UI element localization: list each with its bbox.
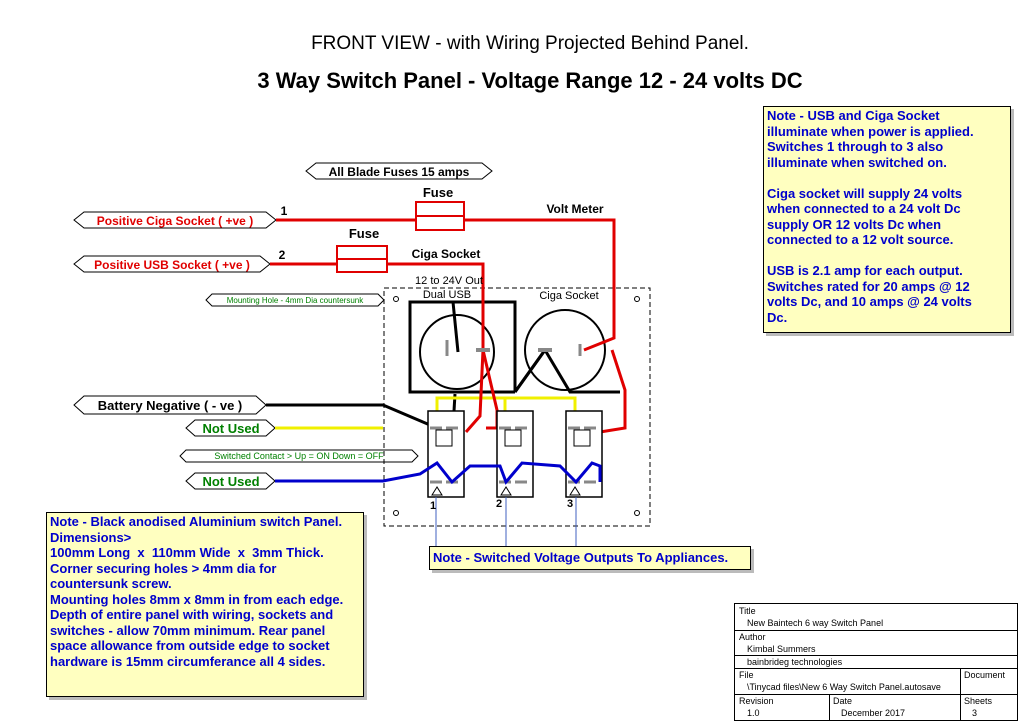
tb-file-value: \Tinycad files\New 6 Way Switch Panel.au… [747,682,941,692]
tb-date-label: Date [833,696,853,706]
usb-output-label: 12 to 24V Out [415,275,483,287]
note-switched-outputs: Note - Switched Voltage Outputs To Appli… [429,546,751,570]
wire-1-number: 1 [281,204,288,218]
note-right-line: Note - USB and Ciga Socket [767,108,940,123]
switch-3 [565,410,603,498]
not-used-2-label: Not Used [185,472,276,490]
mounting-hole-text: Mounting Hole - 4mm Dia countersunk [227,296,365,305]
mounting-hole-label: Mounting Hole - 4mm Dia countersunk [205,293,385,307]
tb-sheets-label: Sheets [964,696,993,706]
mounting-hole-top-right [634,296,640,302]
tb-author-name: Kimbal Summers [747,644,816,654]
tb-sheets-value: 3 [972,708,978,718]
wire-2-number: 2 [279,248,286,262]
note-left-line: Corner securing holes > 4mm dia for [50,560,277,576]
positive-usb-label: Positive USB Socket ( +ve ) [73,255,271,273]
volt-meter-label: Volt Meter [546,202,603,216]
mounting-hole-bottom-left [393,510,399,516]
note-right-line: illuminate when switched on. [767,154,947,170]
ciga-socket-top-label: Ciga Socket [412,247,481,261]
diagram-title-line-2: 3 Way Switch Panel - Voltage Range 12 - … [257,68,803,93]
positive-usb-text: Positive USB Socket ( +ve ) [94,258,250,272]
note-illumination-and-ratings: Note - USB and Ciga Socket illuminate wh… [763,106,1011,333]
fuses-note-label: All Blade Fuses 15 amps [305,162,493,180]
note-right-line: USB is 2.1 amp for each output. [767,263,963,278]
diagram-title-line-1: FRONT VIEW - with Wiring Projected Behin… [311,33,749,54]
title-block: Title New Baintech 6 way Switch Panel Au… [734,603,1018,721]
switch-1-number: 1 [430,500,436,512]
note-right-line: connected to a 12 volt source. [767,232,954,247]
switched-contact-label: Switched Contact > Up = ON Down = OFF [179,449,419,463]
note-right-line: supply OR 12 volts Dc when [767,216,942,232]
note-left-line: Mounting holes 8mm x 8mm in from each ed… [50,591,344,607]
note-panel-dimensions: Note - Black anodised Aluminium switch P… [46,512,364,697]
mounting-hole-top-left [393,296,399,302]
not-used-1-text: Not Used [202,421,259,436]
positive-ciga-text: Positive Ciga Socket ( +ve ) [97,214,253,228]
note-mid-text: Note - Switched Voltage Outputs To Appli… [433,550,729,565]
output-pointer-lines [435,497,577,546]
positive-ciga-label: Positive Ciga Socket ( +ve ) [73,211,277,229]
ciga-socket-panel-label: Ciga Socket [539,290,598,302]
tb-file-label: File [739,670,754,680]
note-left-line: space allowance from outside edge to soc… [50,638,330,653]
fuse-1 [415,201,465,231]
fuse-2 [336,245,388,273]
note-left-line: Dimensions> [50,529,132,545]
note-right-line [767,170,1007,186]
not-used-1-label: Not Used [185,419,276,437]
note-right-line: illuminate when power is applied. [767,123,974,139]
tb-author-company: bainbrideg technologies [747,657,843,667]
tb-document-label: Document [964,670,1006,680]
note-right-line: Switches rated for 20 amps @ 12 [767,278,970,294]
battery-negative-text: Battery Negative ( - ve ) [98,398,243,413]
note-left-line: Note - Black anodised Aluminium switch P… [50,514,343,529]
note-right-line [767,248,1007,264]
note-right-line: Dc. [767,309,788,325]
note-right-line: Ciga socket will supply 24 volts [767,185,963,201]
note-right-line: volts Dc, and 10 amps @ 24 volts [767,294,972,309]
note-right-line: Switches 1 through to 3 also [767,139,944,154]
switch-2 [496,410,534,498]
mounting-hole-bottom-right [634,510,640,516]
note-left-line: Depth of entire panel with wiring, socke… [50,607,334,622]
tb-revision-value: 1.0 [747,708,760,718]
switch-1 [427,410,465,498]
note-left-line: switches - allow 70mm minimum. Rear pane… [50,622,326,638]
fuses-note-text: All Blade Fuses 15 amps [329,165,470,179]
switch-2-number: 2 [496,498,502,510]
tb-title-label: Title [739,606,756,616]
fuse-2-label: Fuse [349,226,379,241]
battery-negative-label: Battery Negative ( - ve ) [73,395,267,415]
tb-date-value: December 2017 [841,708,906,718]
tb-revision-label: Revision [739,696,774,706]
tb-title-value: New Baintech 6 way Switch Panel [747,618,884,628]
fuse-1-label: Fuse [423,185,453,200]
blue-wire [275,460,602,485]
note-left-line: countersunk screw. [50,576,172,591]
negative-wires [266,300,620,430]
switched-contact-text: Switched Contact > Up = ON Down = OFF [214,451,384,461]
tb-author-label: Author [739,632,766,642]
note-left-line: hardware is 15mm circumferance all 4 sid… [50,653,326,669]
not-used-2-text: Not Used [202,474,259,489]
note-right-line: when connected to a 24 volt Dc [767,201,961,216]
dual-usb-label: Dual USB [423,289,471,301]
note-left-line: 100mm Long x 110mm Wide x 3mm Thick. [50,545,324,560]
switch-3-number: 3 [567,498,573,510]
ciga-socket [524,309,606,391]
